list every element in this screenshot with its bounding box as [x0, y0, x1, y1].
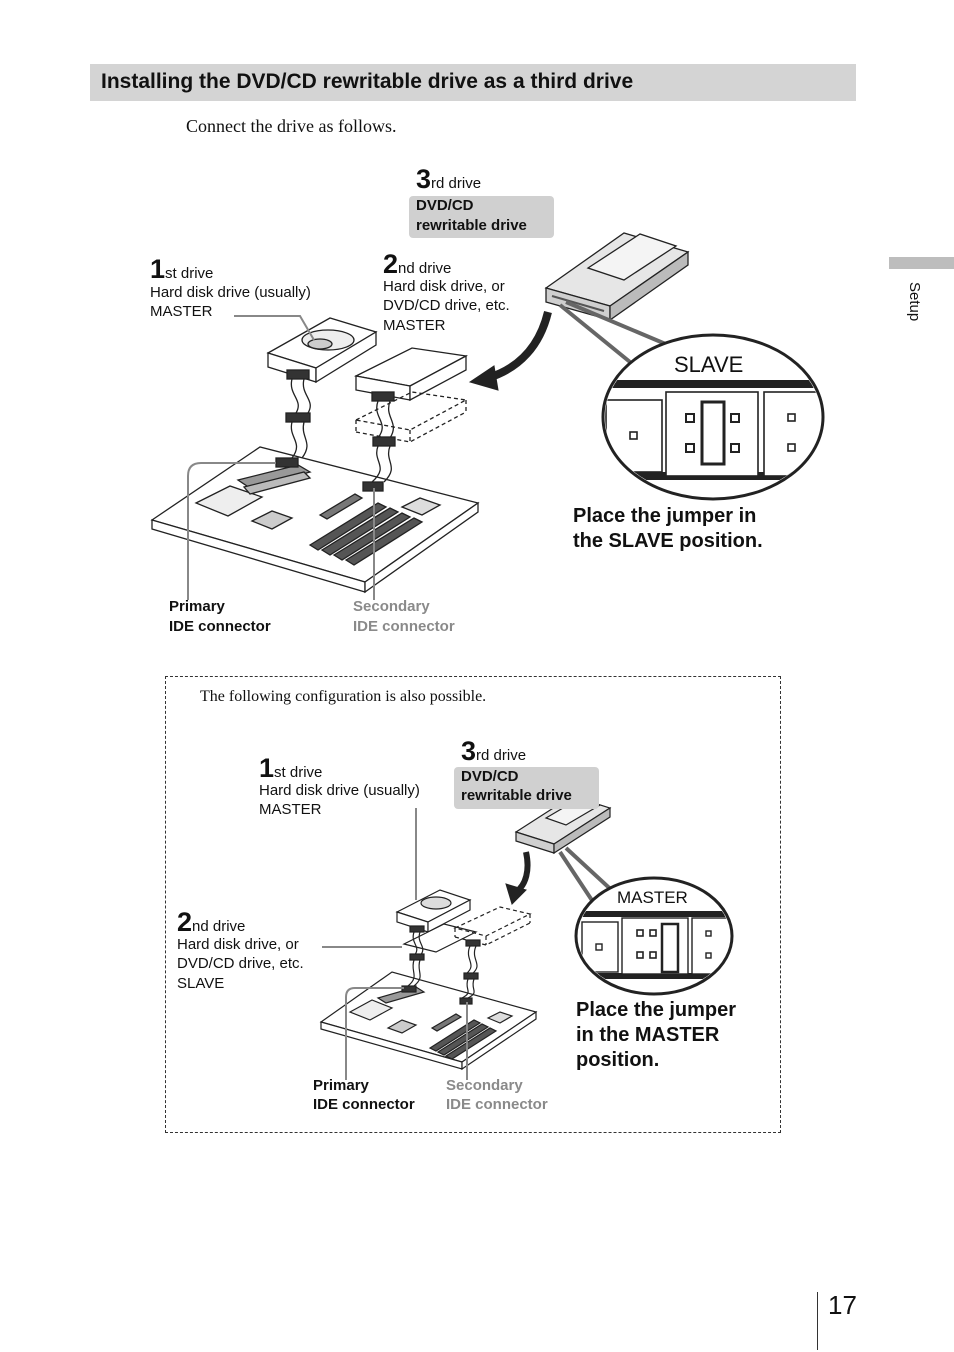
- second-drive-line3: MASTER: [383, 317, 446, 334]
- first-drive-heading-1: 1st drive: [150, 256, 213, 283]
- master-zoom-label: MASTER: [617, 888, 688, 907]
- dvd-drive-1: [544, 232, 690, 322]
- second-drive2-line2: DVD/CD drive, etc.: [177, 955, 304, 972]
- zoom-lines-1: [558, 300, 669, 364]
- third-drive-number: 3: [461, 736, 477, 766]
- first-drive-suffix: st drive: [274, 764, 323, 781]
- second-drive-suffix: nd drive: [398, 260, 452, 277]
- leader-lines-1: [187, 315, 375, 600]
- third-drive-heading-1: 3rd drive: [416, 166, 481, 193]
- alternative-config-note: The following configuration is also poss…: [200, 688, 487, 705]
- secondary-ide2-line2: IDE connector: [446, 1096, 548, 1113]
- first-drive-line1: Hard disk drive (usually): [150, 284, 311, 301]
- master-callout-line2: in the MASTER: [576, 1024, 720, 1046]
- intro-text: Connect the drive as follows.: [186, 116, 397, 136]
- second-drive2-line1: Hard disk drive, or: [177, 936, 299, 953]
- slave-zoom-label: SLAVE: [674, 352, 744, 377]
- first-drive-heading-2: 1st drive: [259, 755, 322, 782]
- master-callout-line3: position.: [576, 1049, 660, 1071]
- motherboard-illustration-2: [319, 971, 538, 1071]
- third-drive2-tag-line2: rewritable drive: [461, 787, 572, 804]
- second-drive-heading-2: 2nd drive: [177, 909, 245, 936]
- insert-arrow-2: [505, 851, 531, 905]
- secondary-ide-line1: Secondary: [353, 598, 430, 615]
- first-drive-line2: MASTER: [150, 303, 213, 320]
- second-drive-line1: Hard disk drive, or: [383, 278, 505, 295]
- secondary-ide-line2: IDE connector: [353, 618, 455, 635]
- third-drive-heading-2: 3rd drive: [461, 738, 526, 765]
- primary-ide-line1: Primary: [169, 598, 225, 615]
- primary-ide2-line1: Primary: [313, 1077, 369, 1094]
- second-drive-heading-1: 2nd drive: [383, 251, 451, 278]
- slave-jumper-zoom: [601, 333, 825, 501]
- leader-lines-2: [322, 808, 468, 1080]
- section-header-bar: [90, 64, 856, 101]
- page-number: 17: [828, 1290, 857, 1320]
- third-drive-tag-line2: rewritable drive: [416, 217, 527, 234]
- slave-callout-line1: Place the jumper in: [573, 505, 757, 527]
- third-drive-tag-1: [409, 196, 554, 238]
- first-drive2-line2: MASTER: [259, 801, 322, 818]
- master-callout-line1: Place the jumper: [576, 999, 737, 1021]
- third-drive-suffix: rd drive: [431, 175, 482, 192]
- third-drive-suffix: rd drive: [476, 747, 527, 764]
- first-drive2-line1: Hard disk drive (usually): [259, 782, 420, 799]
- page-number-rule: [817, 1292, 818, 1350]
- third-drive-tag-2: [454, 767, 599, 809]
- third-drive2-tag-line1: DVD/CD: [461, 768, 519, 785]
- slave-callout-line2: the SLAVE position.: [573, 530, 763, 552]
- second-drive-1: [353, 347, 469, 483]
- motherboard-illustration-1: [150, 446, 480, 594]
- second-drive-suffix: nd drive: [192, 918, 246, 935]
- drives-stack-2: [395, 889, 532, 999]
- hard-disk-drive-1: [266, 317, 378, 459]
- side-tab-marker: [889, 257, 954, 269]
- alternative-config-box: [165, 676, 781, 1133]
- second-drive2-line3: SLAVE: [177, 975, 225, 992]
- secondary-ide2-line1: Secondary: [446, 1077, 523, 1094]
- primary-ide2-line2: IDE connector: [313, 1096, 415, 1113]
- second-drive-number: 2: [177, 907, 193, 937]
- insert-arrow-1: [468, 310, 552, 391]
- side-tab-label: Setup: [906, 282, 923, 322]
- first-drive-suffix: st drive: [165, 265, 214, 282]
- primary-ide-line2: IDE connector: [169, 618, 271, 635]
- second-drive-number: 2: [383, 249, 399, 279]
- second-drive-line2: DVD/CD drive, etc.: [383, 297, 510, 314]
- section-title: Installing the DVD/CD rewritable drive a…: [101, 70, 634, 93]
- master-jumper-zoom: [574, 876, 734, 996]
- first-drive-number: 1: [259, 753, 275, 783]
- first-drive-number: 1: [150, 254, 166, 284]
- third-drive-number: 3: [416, 164, 432, 194]
- third-drive-tag-line1: DVD/CD: [416, 197, 474, 214]
